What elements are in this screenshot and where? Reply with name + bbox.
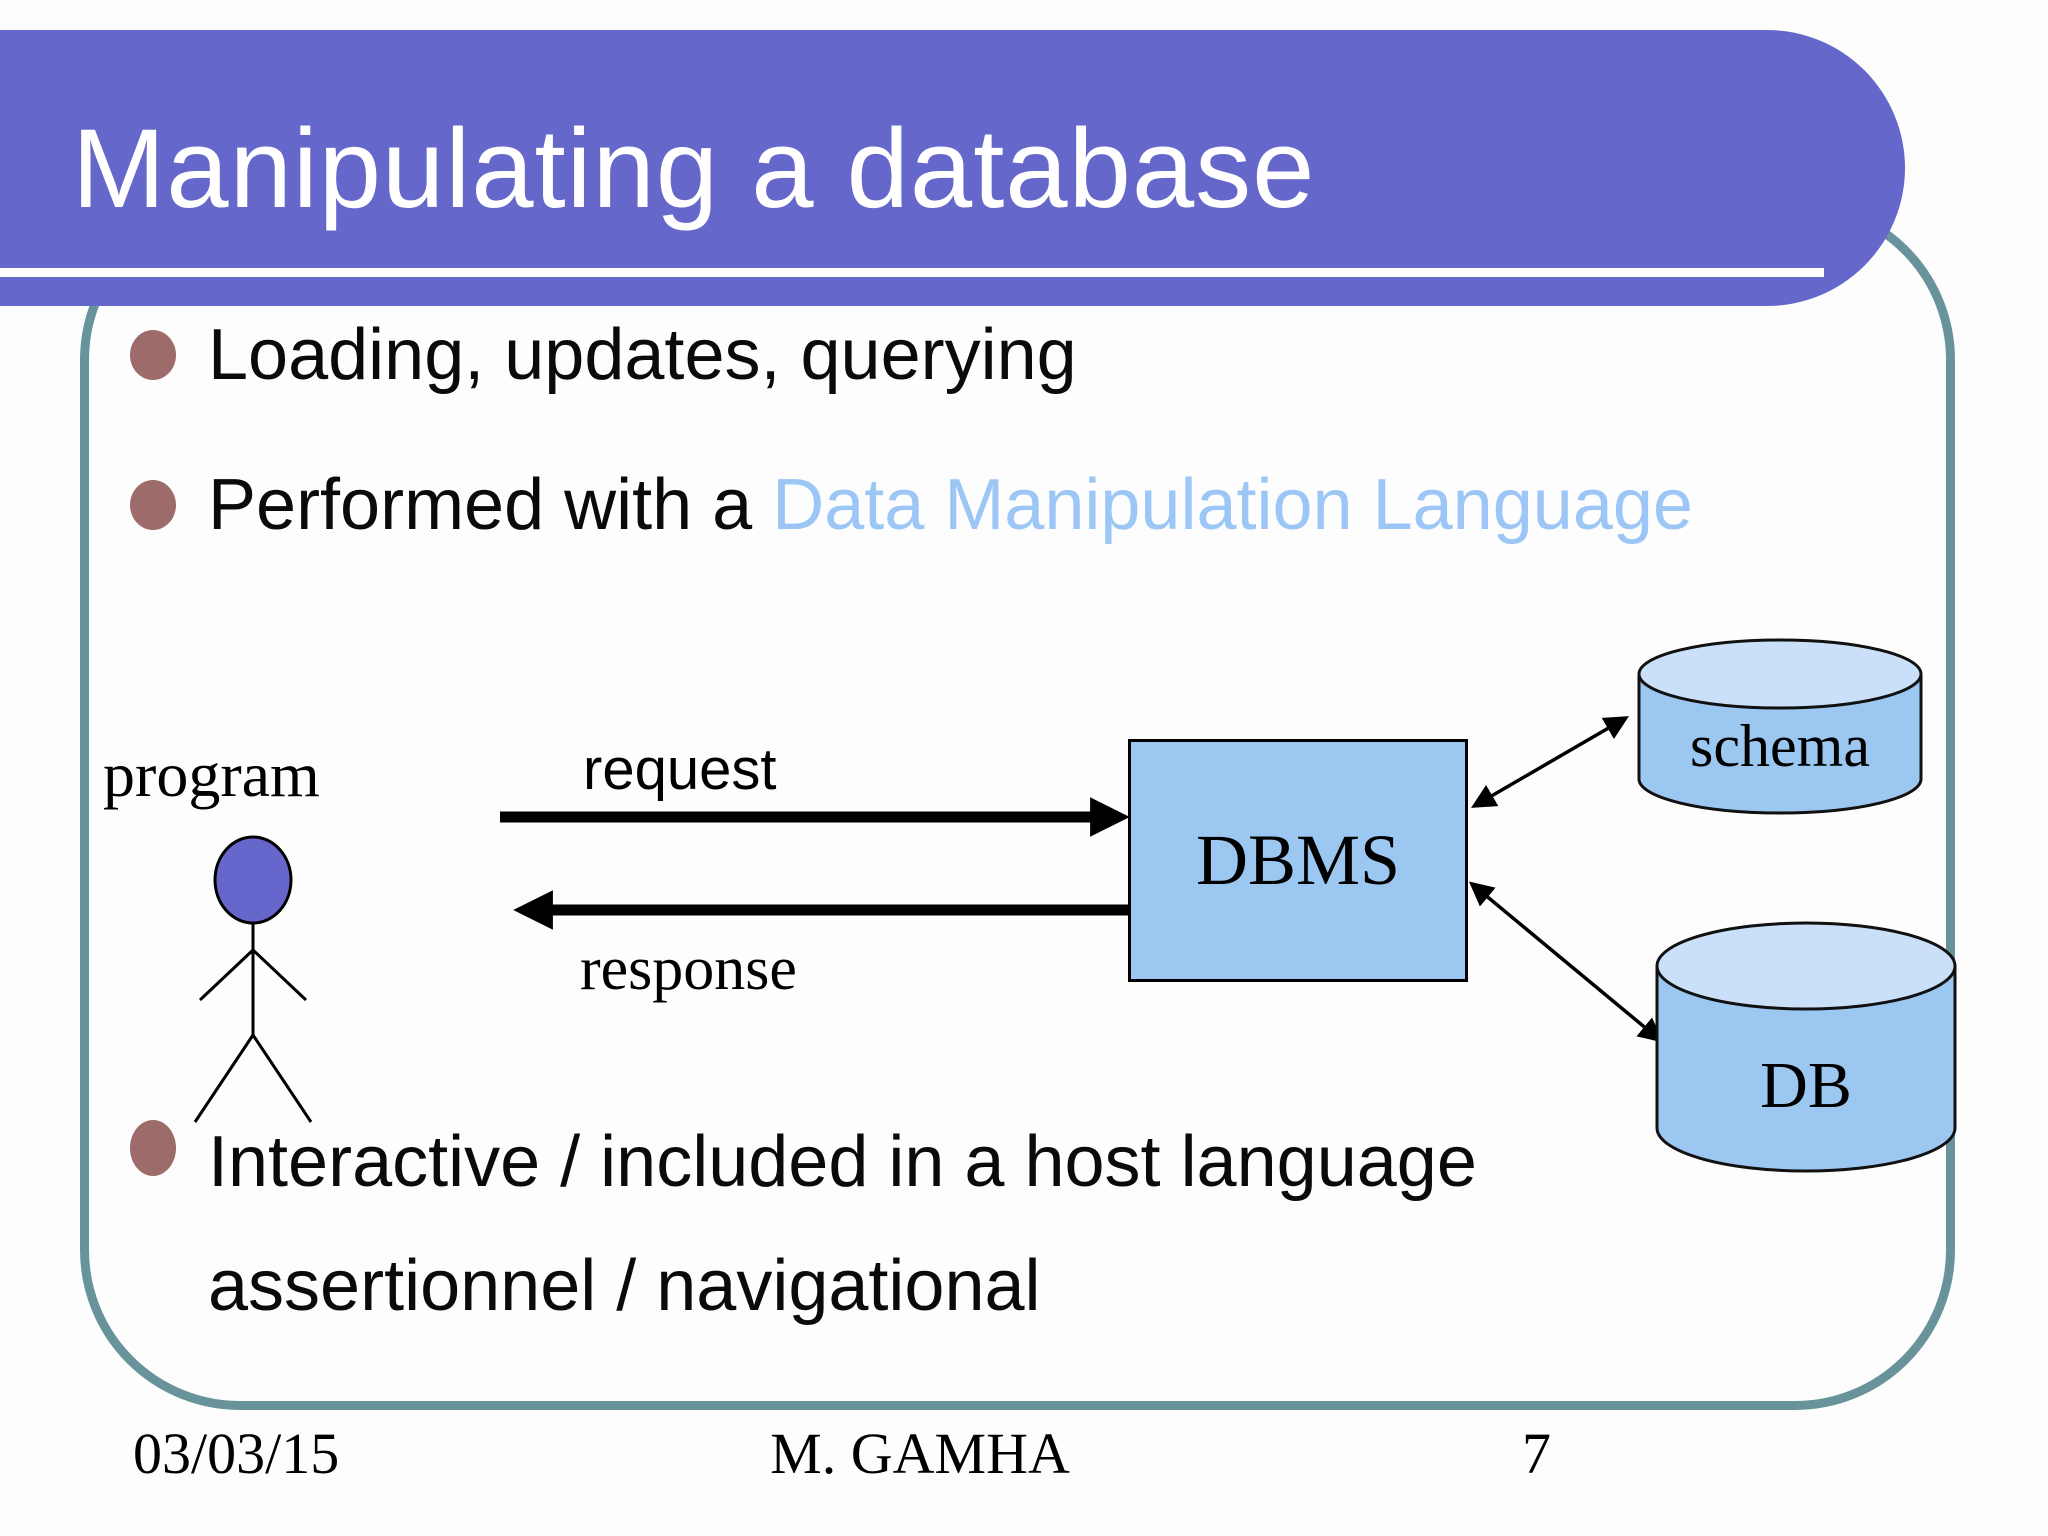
bullet-2-highlight-text: Data Manipulation Language [772,465,1693,545]
page-title: Manipulating a database [72,105,1316,231]
schema-cylinder-icon [1637,638,1923,815]
bullet-2-black-text: Performed with a [208,465,773,545]
title-underline [0,268,1824,277]
dbms-box: DBMS [1128,739,1468,982]
bullet-3-line-1: Interactive / included in a host languag… [208,1122,1477,1202]
title-banner: Manipulating a database [0,30,1905,306]
dbms-schema-arrow [1471,716,1629,808]
response-label: response [580,935,797,1003]
db-cylinder-icon [1655,921,1957,1173]
person-icon [193,835,313,1123]
bullet-dot [130,480,176,530]
dbms-db-arrow [1468,881,1664,1043]
bullet-3-line-2: assertionnel / navigational [208,1246,1041,1326]
program-label: program [103,739,320,810]
db-label: DB [1760,1049,1852,1122]
bullet-item-1: Loading, updates, querying [208,315,1077,395]
bullet-item-2: Performed with a Data Manipulation Langu… [208,462,1693,550]
bullet-dot [130,330,176,380]
footer-date: 03/03/15 [133,1421,340,1486]
bullet-item-3: Interactive / included in a host languag… [208,1100,1628,1348]
bullet-dot [130,1120,176,1176]
footer-author: M. GAMHA [770,1421,1070,1486]
footer-page-number: 7 [1522,1421,1551,1486]
schema-label: schema [1690,713,1870,779]
dbms-label: DBMS [1195,820,1401,900]
request-label: request [583,737,777,802]
